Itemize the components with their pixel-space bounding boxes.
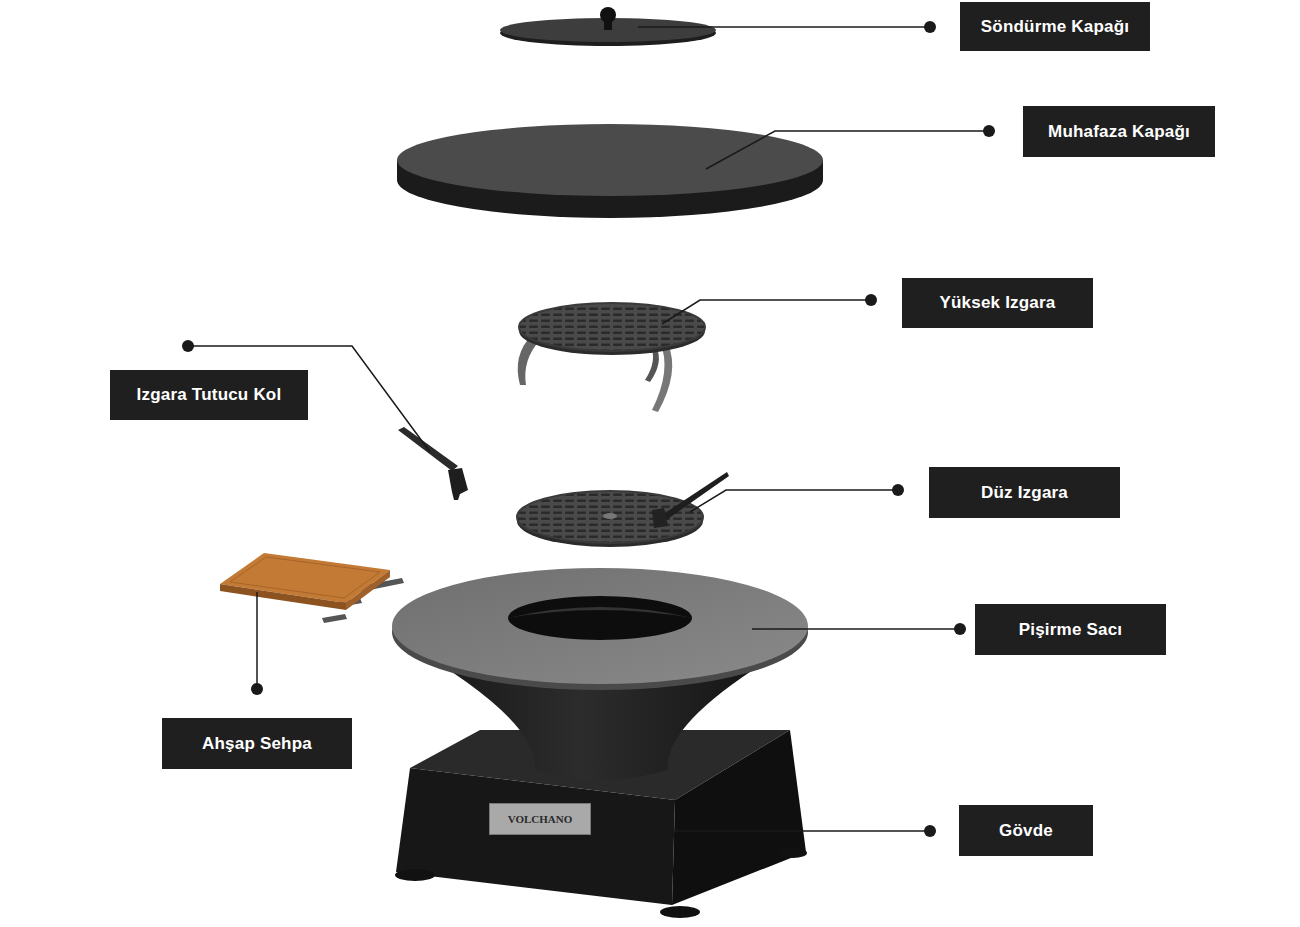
leader-dots-part [865, 294, 877, 306]
body-base-part [395, 869, 435, 881]
cover-lid [397, 124, 823, 218]
leader-dots-part [182, 340, 194, 352]
leader-lines-part [690, 490, 898, 512]
leader-dots-part [924, 21, 936, 33]
label-box: Ahşap Sehpa [162, 718, 352, 769]
label-box: Söndürme Kapağı [960, 2, 1150, 51]
leader-dots-part [983, 125, 995, 137]
label-box: Izgara Tutucu Kol [110, 370, 308, 420]
body-base-part [779, 848, 807, 858]
part-name: Izgara Tutucu Kol [137, 385, 282, 405]
part-name: Yüksek Izgara [940, 293, 1056, 313]
label-box: Yüksek Izgara [902, 278, 1093, 328]
leader-dots-part [892, 484, 904, 496]
cooking-plate-part [392, 568, 808, 684]
wooden-side-table-part [220, 584, 346, 610]
body-base-part [396, 768, 675, 905]
grill-lifter-part [448, 468, 468, 500]
snuffer-lid-part [600, 7, 616, 23]
flat-grill-part [656, 472, 729, 523]
leader-lines-part [256, 592, 258, 689]
label-box: Gövde [959, 805, 1093, 856]
body-base-part [660, 906, 700, 918]
label-box: Muhafaza Kapağı [1023, 106, 1215, 157]
label-box: Düz Izgara [929, 467, 1120, 518]
high-grill-part [519, 303, 705, 351]
wooden-side-table [220, 553, 404, 623]
part-name: Düz Izgara [981, 483, 1068, 503]
flat-grill-part [652, 508, 668, 528]
leader-lines-part [638, 26, 930, 28]
flat-grill-part [603, 513, 617, 519]
cooking-plate-part [508, 607, 692, 618]
cooking-plate [392, 568, 808, 780]
wooden-side-table-part [230, 557, 380, 598]
cover-lid-part [397, 124, 823, 196]
part-name: Söndürme Kapağı [981, 17, 1129, 37]
logo-plate: VOLCHANO [489, 803, 591, 835]
body-base-part [672, 730, 806, 905]
label-box: Pişirme Sacı [975, 604, 1166, 655]
part-name: Ahşap Sehpa [202, 734, 312, 754]
leader-lines-part [662, 300, 871, 324]
leader-dots-part [954, 623, 966, 635]
leader-lines-part [706, 131, 989, 169]
leader-lines-part [752, 628, 960, 630]
part-name: Gövde [999, 821, 1053, 841]
high-grill [518, 303, 705, 412]
brand-logo: VOLCHANO [508, 813, 573, 825]
leader-dots [182, 21, 995, 837]
part-name: Pişirme Sacı [1019, 620, 1123, 640]
grill-lifter [398, 427, 468, 500]
cooking-plate-part [508, 596, 692, 640]
wooden-side-table-part [322, 614, 347, 623]
leader-dots-part [924, 825, 936, 837]
leader-lines [188, 27, 989, 831]
leader-lines-part [675, 830, 930, 832]
wooden-side-table-part [346, 570, 390, 610]
leader-dots-part [251, 683, 263, 695]
flat-grill-part [517, 491, 703, 543]
part-name: Muhafaza Kapağı [1048, 122, 1190, 142]
flat-grill [517, 472, 729, 547]
